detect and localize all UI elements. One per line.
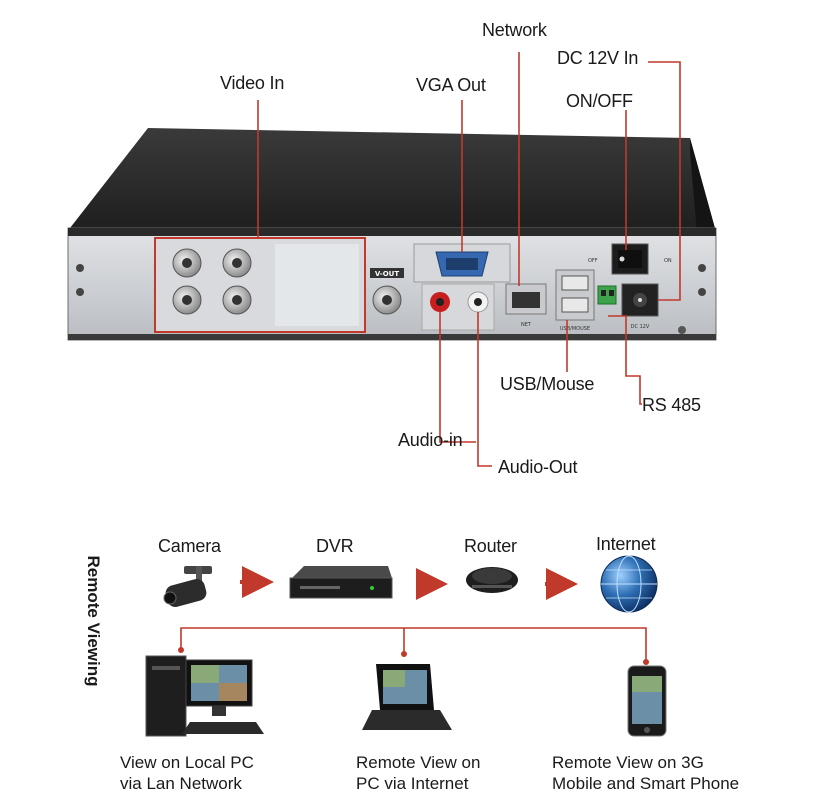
label-video-in: Video In (220, 73, 285, 93)
video-in-ports (154, 237, 366, 333)
caption-local-pc: View on Local PC via Lan Network (120, 752, 254, 794)
camera-icon (163, 566, 212, 608)
caption-line: Remote View on (356, 753, 481, 772)
caption-remote-pc: Remote View on PC via Internet (356, 752, 480, 794)
dvr-icon (289, 566, 393, 599)
audio-ports (421, 283, 495, 331)
label-usb-mouse: USB/Mouse (500, 374, 595, 394)
rs485-terminal (597, 285, 617, 305)
caption-mobile: Remote View on 3G Mobile and Smart Phone (552, 752, 739, 794)
chain-label-camera: Camera (158, 536, 221, 556)
chain-label-router: Router (464, 536, 517, 556)
label-network: Network (482, 20, 547, 40)
callout-lines (180, 52, 681, 660)
caption-line: PC via Internet (356, 774, 469, 793)
label-rs485: RS 485 (642, 395, 701, 415)
chain-label-dvr: DVR (316, 536, 354, 556)
remote-viewing-title: Remote Viewing (84, 555, 103, 687)
bnc-3 (172, 285, 202, 315)
caption-line: Mobile and Smart Phone (552, 774, 740, 793)
net-text: NET (521, 322, 532, 328)
dc12v-text: DC 12V (631, 324, 650, 330)
chain-label-internet: Internet (596, 534, 656, 554)
label-on-off: ON/OFF (566, 91, 633, 111)
caption-line: Remote View on 3G (552, 753, 704, 772)
usb-ports: USB/MOUSE (555, 269, 595, 332)
label-vga-out: VGA Out (416, 75, 486, 95)
vga-port (413, 243, 511, 283)
power-switch: OFF ON (588, 243, 672, 275)
caption-line: View on Local PC (120, 753, 254, 772)
usb-mouse-text: USB/MOUSE (560, 326, 590, 332)
caption-line: via Lan Network (120, 774, 242, 793)
laptop-icon (362, 664, 452, 730)
chain-arrows (240, 566, 578, 600)
on-text: ON (664, 258, 672, 264)
v-out-text: V-OUT (375, 270, 399, 278)
v-out-port: V-OUT (370, 268, 404, 315)
off-text: OFF (588, 258, 598, 264)
label-audio-in: Audio-in (398, 430, 463, 450)
bnc-2 (222, 248, 252, 278)
network-port: NET (505, 283, 547, 328)
bnc-1 (172, 248, 202, 278)
bnc-4 (222, 285, 252, 315)
router-icon (466, 567, 518, 593)
globe-icon (600, 555, 658, 613)
label-dc-12v-in: DC 12V In (557, 48, 639, 68)
label-audio-out: Audio-Out (498, 457, 578, 477)
dc-12v-port: DC 12V (621, 283, 659, 330)
desktop-pc-icon (145, 655, 264, 737)
smartphone-icon (627, 665, 667, 737)
